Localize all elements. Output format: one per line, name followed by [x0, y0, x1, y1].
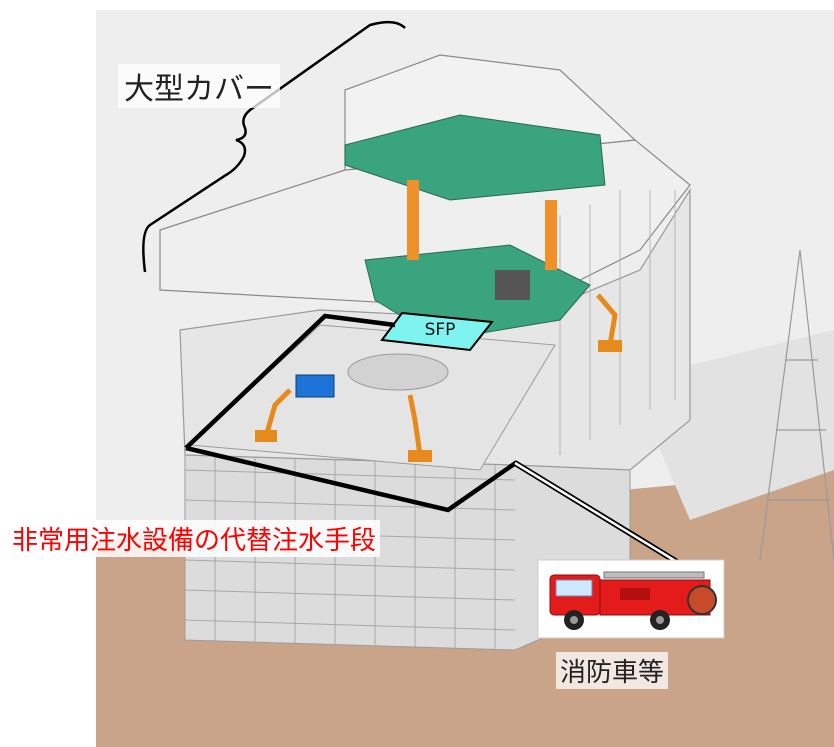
fire-truck-icon — [537, 559, 725, 639]
alternative-injection-label: 非常用注水設備の代替注水手段 — [8, 520, 381, 557]
transmission-tower — [759, 249, 834, 561]
operating-area-outline — [184, 313, 396, 450]
sfp-label: SFP — [424, 320, 456, 340]
injection-hose — [513, 460, 684, 568]
hoist-columns — [407, 180, 557, 270]
cover-label: 大型カバー — [118, 64, 280, 108]
reactor-well-cover — [347, 353, 449, 391]
operating-area-outline-bottom — [185, 445, 519, 513]
spent-fuel-pool — [380, 311, 494, 352]
cover-brace — [142, 20, 406, 273]
fuel-handling-machine — [495, 270, 530, 300]
excavator-icon — [255, 293, 622, 462]
fire-truck-label: 消防車等 — [556, 652, 669, 689]
